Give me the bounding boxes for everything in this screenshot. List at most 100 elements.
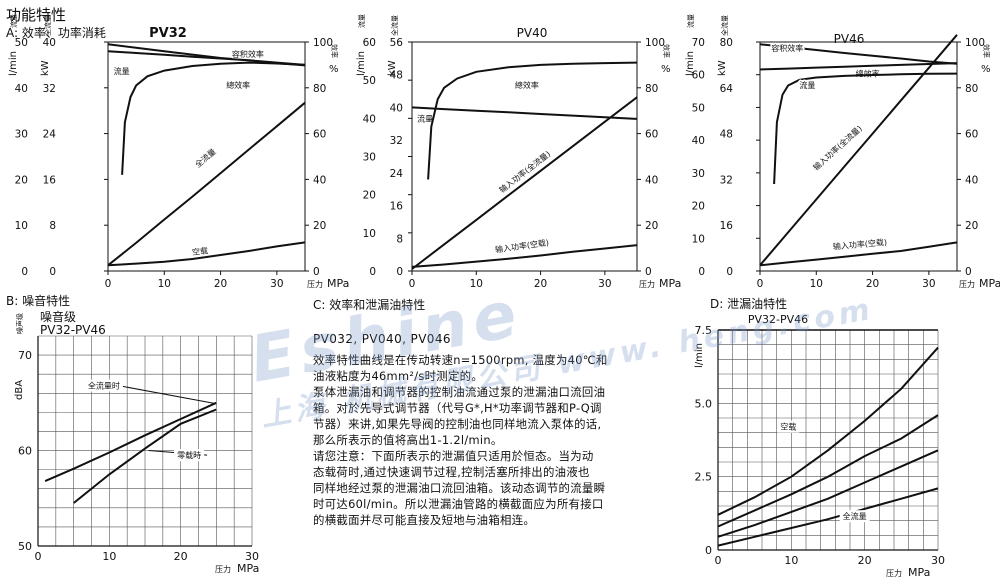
right-tick-label: 80 [965, 83, 978, 95]
x-tick-label: 30 [270, 278, 283, 290]
paragraph-text: 效率特性曲线是在传动转速n=1500rpm, 温度为40℃和 油液粘度为46mm… [313, 352, 688, 528]
y-axis-header: 流量 [686, 14, 695, 28]
y-tick-label: 30 [15, 129, 28, 141]
y-axis-header: 流量 [9, 14, 18, 28]
y-tick-label: 0 [698, 266, 705, 278]
series-line [107, 43, 306, 66]
paragraph-line: 箱。对於先导式调节器（代号G*,H*功率调节器和P-Q调 [313, 401, 602, 415]
x-axis-label: 压力 [959, 279, 975, 289]
y-tick-label: 50 [18, 540, 32, 553]
right-tick-label: 80 [313, 83, 326, 95]
y-tick-label: 60 [692, 70, 705, 82]
series-label: 容积效率 [232, 49, 264, 59]
series-label: 空载 [780, 422, 796, 432]
right-tick-label: 20 [313, 220, 326, 232]
paragraph-line: 同样地经过泵的泄漏油口流回油箱。该动态调节的流量瞬 [313, 481, 606, 495]
y2-tick-label: 8 [396, 233, 403, 245]
series-label: 输入功率(空载) [494, 237, 549, 254]
right-axis-label: % [329, 64, 339, 75]
series-line [44, 401, 217, 483]
right-tick-label: 100 [313, 37, 333, 49]
x-axis-label: 压力 [307, 279, 323, 289]
y-tick-label: 5.0 [695, 397, 713, 410]
x-axis-unit: MPa [979, 277, 1000, 290]
series-label: 全流量时 [88, 381, 120, 391]
right-tick-label: 60 [645, 129, 658, 141]
x-axis-label: 压力 [215, 564, 231, 574]
series-label: 输入功率(全流量) [811, 123, 864, 172]
series-line [107, 241, 306, 267]
y2-tick-label: 56 [390, 37, 404, 49]
y2-tick-label: 48 [720, 129, 733, 141]
y-tick-label: 10 [363, 228, 376, 240]
x-tick-label: 10 [158, 278, 171, 290]
y2-tick-label: 64 [720, 83, 734, 95]
y-tick-label: 0 [705, 544, 712, 557]
y-axis-label: l/min [8, 51, 19, 76]
y2-axis-header: 全流量 [390, 15, 399, 36]
y2-tick-label: 32 [390, 135, 403, 147]
y-tick-label: 0 [21, 266, 28, 278]
series-line [759, 34, 958, 266]
y-tick-label: 20 [692, 201, 705, 213]
chart-title: PV40 [517, 26, 548, 40]
right-tick-label: 20 [645, 220, 658, 232]
y2-axis-header: 全流量 [43, 15, 52, 36]
series-label: 空载 [192, 245, 209, 257]
series-line [759, 241, 958, 267]
right-tick-label: 0 [965, 266, 972, 278]
y-axis-label: l/min [694, 343, 705, 368]
paragraph-line: 节器）来讲,如果先导阀的控制油也同样地流入泵体的话, [313, 417, 602, 431]
x-tick-label: 0 [409, 278, 416, 290]
x-tick-label: 20 [866, 278, 879, 290]
x-tick-label: 20 [174, 550, 188, 563]
y2-tick-label: 8 [49, 220, 56, 232]
series-label: 流量 [799, 80, 815, 90]
right-tick-label: 40 [645, 174, 658, 186]
paragraph-line: 的横截面并尽可能直接及短地与油箱相连。 [313, 513, 536, 527]
y-axis-label: dBA [14, 380, 25, 400]
x-tick-label: 20 [214, 278, 227, 290]
y2-tick-label: 40 [390, 102, 403, 114]
x-tick-label: 30 [931, 554, 945, 567]
series-line [411, 106, 638, 120]
y-tick-label: 10 [692, 233, 705, 245]
x-axis-unit: MPa [908, 566, 930, 579]
y2-tick-label: 32 [43, 83, 56, 95]
series-label: 總效率 [226, 80, 250, 90]
y-tick-label: 30 [363, 152, 376, 164]
series-label: 總效率 [515, 80, 539, 90]
section-c-label: C: 效率和泄漏油特性 [313, 298, 426, 312]
label-bg [174, 449, 205, 462]
paragraph-line: 那么所表示的值将高出1-1.2l/min。 [313, 433, 503, 447]
right-tick-label: 40 [965, 174, 978, 186]
section-d-label: D: 泄漏油特性 [710, 297, 788, 311]
paragraph-line: 效率特性曲线是在传动转速n=1500rpm, 温度为40℃和 [313, 353, 608, 367]
y2-axis-header: 全流量 [720, 15, 729, 36]
y-tick-label: 2.5 [695, 471, 713, 484]
y-tick-label: 20 [15, 174, 28, 186]
series-line [717, 346, 939, 516]
y2-tick-label: 16 [720, 220, 734, 232]
paragraph-line: 油液粘度为46mm²/s时测定的。 [313, 369, 484, 383]
series-label: 容积效率 [771, 43, 803, 53]
y-tick-label: 50 [15, 37, 28, 49]
x-tick-label: 10 [470, 278, 483, 290]
y-tick-label: 10 [15, 220, 28, 232]
y-tick-label: 40 [692, 135, 705, 147]
series-line [759, 43, 958, 65]
y-tick-label: 7.5 [695, 324, 713, 337]
x-tick-label: 0 [105, 278, 112, 290]
y2-tick-label: 80 [720, 37, 733, 49]
series-line [759, 62, 958, 71]
y2-axis-label: kW [717, 60, 728, 76]
y-axis-label: l/min [356, 51, 367, 76]
y-tick-label: 0 [369, 266, 376, 278]
right-axis-label: % [661, 64, 671, 75]
y2-tick-label: 40 [43, 37, 56, 49]
paragraph-line: 时可达60l/min。所以泄漏油管路的横截面应为所有接口 [313, 497, 604, 511]
label-leader [117, 385, 217, 405]
y2-tick-label: 32 [720, 174, 733, 186]
